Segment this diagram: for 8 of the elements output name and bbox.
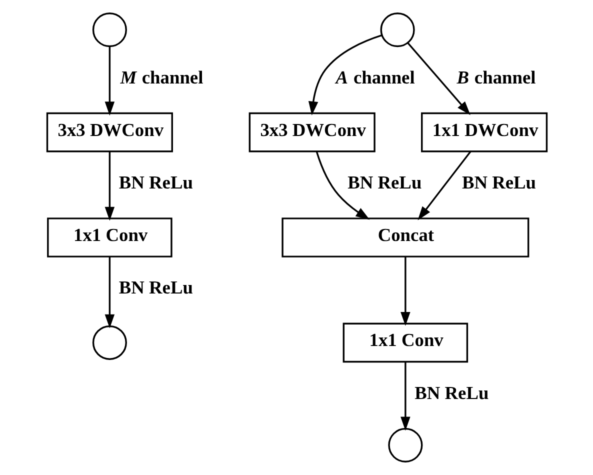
edge-label: BN ReLu xyxy=(461,172,536,192)
edge-label: BN ReLu xyxy=(118,172,192,192)
edge-label: BN ReLu xyxy=(118,278,192,298)
edge-label: BN ReLu xyxy=(414,382,488,403)
edge-label: M channel xyxy=(120,67,203,88)
edge-label: A channel xyxy=(335,67,414,88)
edge-label: BN ReLu xyxy=(347,172,422,192)
edge-label: B channel xyxy=(456,67,536,88)
